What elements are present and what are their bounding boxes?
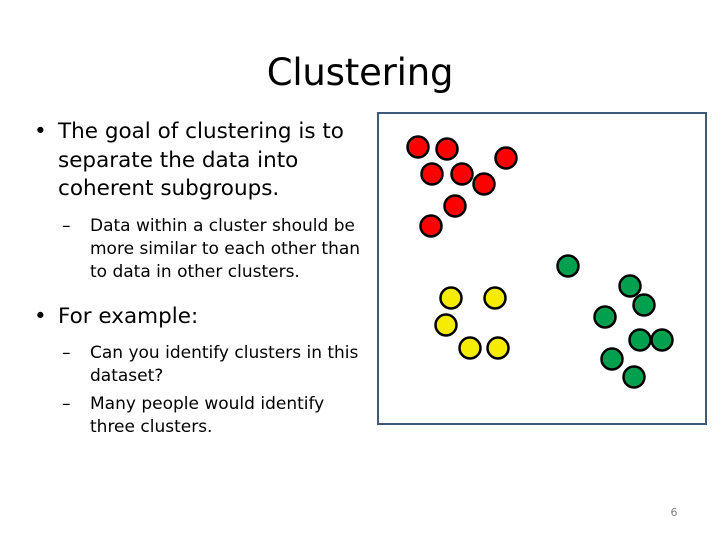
scatter-point [419,214,443,238]
bullet-marker: – [62,343,71,364]
list-item-label: Many people would identify three cluster… [90,394,325,437]
scatter-series [434,286,510,360]
bullet-marker: • [34,119,47,144]
scatter-point [443,194,467,218]
scatter-point [650,328,674,352]
list-item-label: Can you identify clusters in this datase… [90,343,359,387]
scatter-point [622,365,646,389]
scatter-plot [406,135,674,389]
scatter-point [439,286,463,310]
scatter-point [628,328,652,352]
scatter-point [593,305,617,329]
page-number: 6 [670,506,678,519]
scatter-point [406,135,430,159]
scatter-point [458,336,482,360]
scatter-point [600,347,624,371]
scatter-point [420,162,444,186]
list-item: • The goal of clustering is to separate … [26,118,366,204]
scatter-point [618,274,642,298]
scatter-series [406,135,518,238]
spacer [26,284,366,303]
list-item-label: For example: [58,303,199,329]
bullet-marker: – [62,394,71,415]
scatter-point [632,293,656,317]
scatter-point [472,172,496,196]
list-item: – Many people would identify three clust… [26,393,366,439]
scatter-point [450,162,474,186]
scatter-point [434,313,458,337]
list-item: • For example: [26,303,366,332]
bullet-marker: – [62,215,71,236]
page-title: Clustering [266,50,454,94]
scatter-point [486,336,510,360]
list-item-label: Data within a cluster should be more sim… [90,215,361,282]
spacer [26,333,366,342]
scatter-point [483,286,507,310]
spacer [26,206,366,215]
scatter-point [556,254,580,278]
scatter-plot-panel [377,112,707,425]
scatter-point [435,137,459,161]
list-item-label: The goal of clustering is to separate th… [58,119,344,202]
scatter-series [556,254,674,389]
scatter-point [494,146,518,170]
bullet-marker: • [34,303,47,329]
content-body: • The goal of clustering is to separate … [26,118,366,439]
list-item: – Data within a cluster should be more s… [26,215,366,284]
list-item: – Can you identify clusters in this data… [26,342,366,388]
